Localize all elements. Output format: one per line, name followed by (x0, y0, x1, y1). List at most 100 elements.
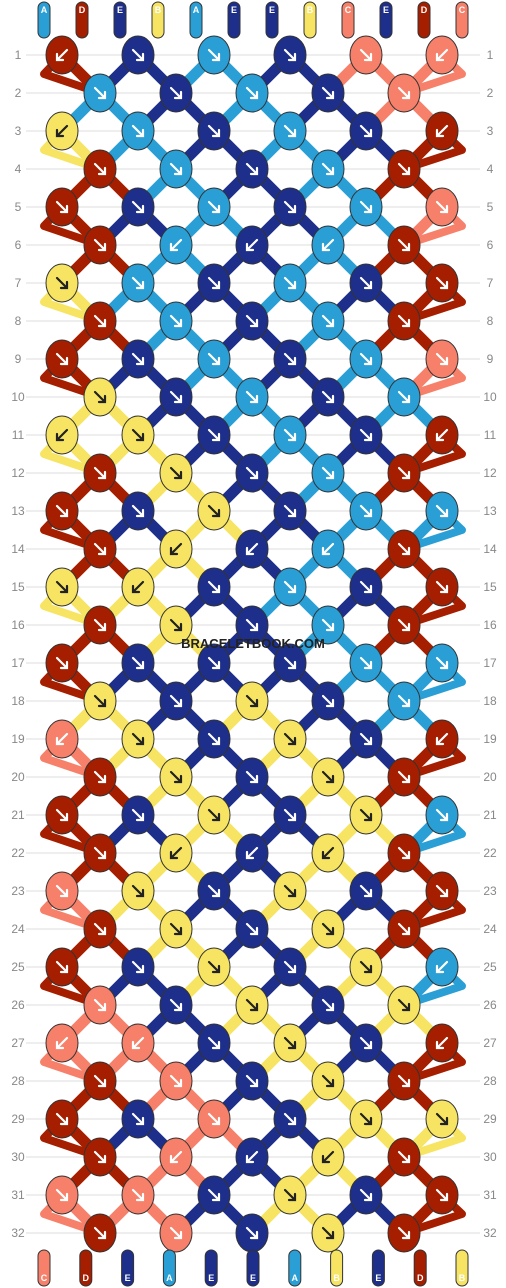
strand-start-tab (151, 1, 165, 39)
knot-arrow-icon (55, 276, 69, 290)
row-number-right: 7 (487, 276, 494, 290)
strand-start-tab (113, 1, 127, 39)
strand-label-bottom: E (208, 1273, 214, 1283)
knot-arrow-icon (169, 1074, 183, 1088)
knot-arrow-icon (359, 1112, 373, 1126)
strand-label-bottom: E (250, 1273, 256, 1283)
knot-arrow-icon (169, 390, 183, 404)
knot-arrow-icon (397, 1074, 411, 1088)
knot-arrow-icon (359, 428, 373, 442)
knot-arrow-icon (55, 580, 69, 594)
knot-arrow-icon (93, 1226, 107, 1240)
knot-arrow-icon (93, 1150, 107, 1164)
row-number-left: 4 (15, 162, 22, 176)
knot-arrow-icon (283, 808, 297, 822)
knot-arrow-icon (131, 656, 145, 670)
knot-arrow-icon (131, 960, 145, 974)
strand-start-tab (37, 1, 51, 39)
knot-arrow-icon (435, 580, 449, 594)
knot-arrow-icon (207, 200, 221, 214)
knot-arrow-icon (245, 770, 259, 784)
knot-arrow-icon (321, 618, 335, 632)
strand-label-bottom: B (333, 1273, 340, 1283)
row-number-right: 17 (483, 656, 497, 670)
knot-arrow-icon (397, 1150, 411, 1164)
row-number-left: 1 (15, 48, 22, 62)
knot-arrow-icon (207, 48, 221, 62)
knot-arrow-icon (283, 1112, 297, 1126)
row-number-left: 5 (15, 200, 22, 214)
row-number-left: 25 (11, 960, 25, 974)
knot-arrow-icon (359, 1188, 373, 1202)
knot-arrow-icon (435, 504, 449, 518)
knot-arrow-icon (131, 1036, 145, 1050)
row-number-left: 21 (11, 808, 25, 822)
strand-label-bottom: B (459, 1273, 466, 1283)
row-number-right: 12 (483, 466, 497, 480)
row-number-right: 19 (483, 732, 497, 746)
knot-arrow-icon (55, 808, 69, 822)
row-number-right: 9 (487, 352, 494, 366)
strand-label-top: D (79, 5, 86, 15)
row-number-right: 30 (483, 1150, 497, 1164)
knot-arrow-icon (321, 86, 335, 100)
knot-arrow-icon (169, 922, 183, 936)
strand-label-bottom: A (166, 1273, 173, 1283)
row-number-left: 3 (15, 124, 22, 138)
knot-arrow-icon (169, 314, 183, 328)
strand-label-top: E (383, 5, 389, 15)
knot-arrow-icon (397, 998, 411, 1012)
row-number-right: 22 (483, 846, 497, 860)
knot-arrow-icon (397, 162, 411, 176)
knot-arrow-icon (397, 314, 411, 328)
knot-arrow-icon (55, 1188, 69, 1202)
knot-arrow-icon (131, 124, 145, 138)
knot-arrow-icon (169, 238, 183, 252)
row-number-left: 31 (11, 1188, 25, 1202)
knot-arrow-icon (207, 656, 221, 670)
knot-arrow-icon (283, 884, 297, 898)
knot-arrow-icon (435, 732, 449, 746)
strand-start-tab (379, 1, 393, 39)
strand-label-top: D (421, 5, 428, 15)
strand-start-tab (417, 1, 431, 39)
row-number-left: 17 (11, 656, 25, 670)
strand-start-tab (189, 1, 203, 39)
knot-arrow-icon (435, 808, 449, 822)
row-number-left: 10 (11, 390, 25, 404)
knot-arrow-icon (207, 276, 221, 290)
row-number-right: 20 (483, 770, 497, 784)
strand-label-bottom: D (83, 1273, 90, 1283)
knot-arrow-icon (283, 124, 297, 138)
strand-label-top: E (269, 5, 275, 15)
row-number-left: 29 (11, 1112, 25, 1126)
knot-arrow-icon (93, 238, 107, 252)
row-number-right: 16 (483, 618, 497, 632)
row-number-left: 12 (11, 466, 25, 480)
knot-arrow-icon (321, 694, 335, 708)
knot-arrow-icon (169, 162, 183, 176)
knot-arrow-icon (435, 48, 449, 62)
strand-end-tab (162, 1249, 176, 1287)
knot-arrow-icon (55, 1036, 69, 1050)
row-number-left: 24 (11, 922, 25, 936)
knot-arrow-icon (435, 884, 449, 898)
strand-label-bottom: D (417, 1273, 424, 1283)
knot-arrow-icon (283, 656, 297, 670)
row-number-left: 27 (11, 1036, 25, 1050)
knot-arrow-icon (131, 808, 145, 822)
knot-arrow-icon (131, 580, 145, 594)
row-number-right: 26 (483, 998, 497, 1012)
strand-label-top: E (117, 5, 123, 15)
knot-arrow-icon (359, 276, 373, 290)
knot-arrow-icon (321, 1074, 335, 1088)
row-number-right: 3 (487, 124, 494, 138)
knot-arrow-icon (207, 732, 221, 746)
knot-arrow-icon (435, 276, 449, 290)
knot-arrow-icon (207, 960, 221, 974)
knot-arrow-icon (321, 390, 335, 404)
knot-arrow-icon (359, 656, 373, 670)
knot-arrow-icon (93, 86, 107, 100)
knot-arrow-icon (321, 1150, 335, 1164)
